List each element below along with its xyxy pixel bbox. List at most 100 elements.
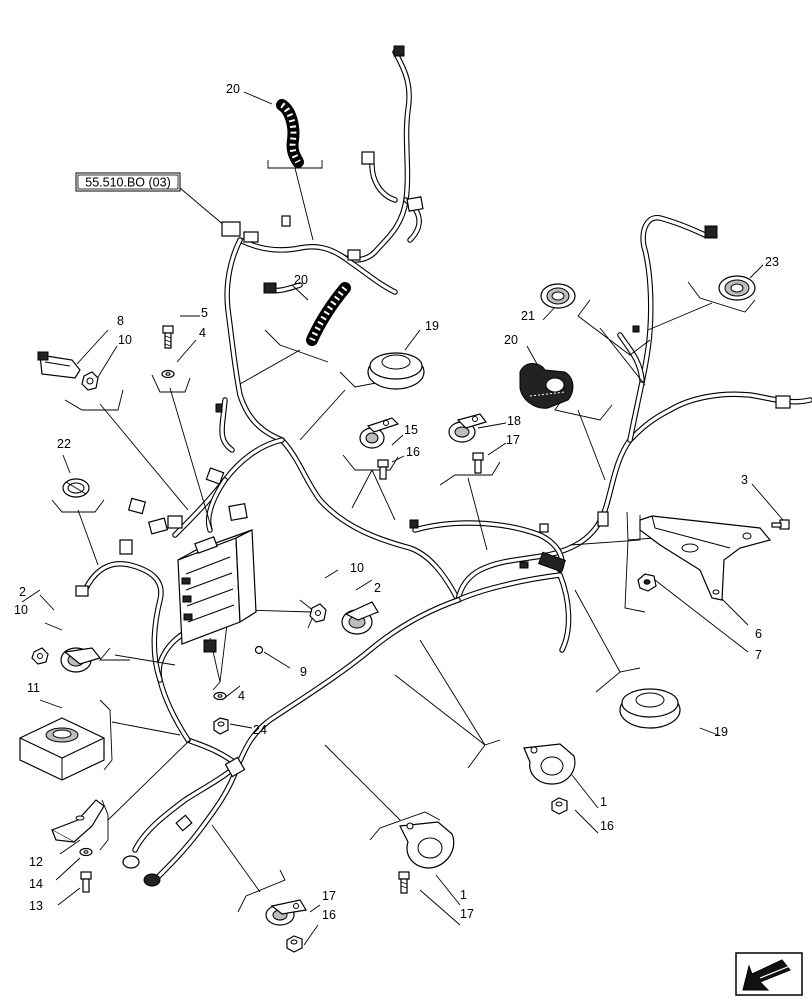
nut-10-top [81,371,99,391]
callout-labels: 20 20 20 21 23 19 19 8 10 5 4 22 15 16 1… [14,82,779,922]
harness-end-connectors [122,756,246,887]
callout-13: 13 [29,899,43,913]
clamp-2-left [60,647,102,673]
harness-wire-core [618,333,644,382]
callout-21: 21 [521,309,535,323]
nut-10-left [31,647,49,665]
grommet-large-bottom [619,688,681,729]
harness-wire-core [133,763,240,852]
bolt-13 [80,871,92,893]
callout-2: 2 [19,585,26,599]
harness-wire-core [83,562,163,682]
callout-17: 17 [460,907,474,921]
main-harness [82,49,812,883]
nut-16-right [551,797,568,815]
harness-wire-core [207,478,227,532]
harness-wire-core [173,438,284,537]
arrow-down-left-icon[interactable] [735,952,803,996]
p-clamp-15 [359,417,400,449]
nut-24 [213,717,229,735]
p-clamp-1-bottom [399,821,455,869]
callout-6: 6 [755,627,762,641]
callout-20: 20 [294,273,308,287]
grommet-large-top [367,352,425,390]
harness-wire-core [220,398,234,452]
spiral-wrap-top [276,99,304,168]
callout-19: 19 [714,725,728,739]
callout-8: 8 [117,314,124,328]
callout-20: 20 [504,333,518,347]
callout-1: 1 [460,888,467,902]
callout-14: 14 [29,877,43,891]
callout-4: 4 [238,689,245,703]
callout-18: 18 [507,414,521,428]
harness-wire-core [370,163,397,202]
harness-wire [279,437,461,603]
harness-wire [224,237,285,443]
callout-16: 16 [322,908,336,922]
p-clamp-17-bottom [265,899,307,926]
harness-wire [627,215,708,443]
bracket-12 [50,799,105,843]
callout-15: 15 [404,423,418,437]
callout-3: 3 [741,473,748,487]
parts [19,45,791,953]
harness-wire [156,627,193,743]
mounting-bracket-6 [639,515,772,601]
harness-wire-core [456,573,571,652]
callout-7: 7 [755,648,762,662]
callout-24: 24 [253,723,267,737]
callout-11: 11 [27,681,40,695]
nut-16-bottom [286,935,303,953]
callout-2: 2 [374,581,381,595]
connector-cluster-left [75,403,248,653]
control-unit-box [177,529,257,645]
corrugated-clip [519,363,574,409]
callout-10: 10 [118,333,132,347]
callout-23: 23 [765,255,779,269]
leader-lines [21,91,784,946]
connector-cluster-right [409,225,791,573]
callout-10: 10 [14,603,28,617]
callout-22: 22 [57,437,71,451]
callout-17: 17 [322,889,336,903]
callout-16: 16 [406,445,420,459]
callout-19: 19 [425,319,439,333]
harness-wire-core [413,521,564,572]
callout-1: 1 [600,795,607,809]
bolt-3 [771,519,790,530]
harness-wire [455,572,572,653]
bolt-17-bottom [398,871,410,894]
nut-7 [637,573,657,592]
harness-wire-core [280,438,460,602]
callout-20: 20 [226,82,240,96]
callout-16: 16 [600,819,614,833]
screw-9 [254,645,264,655]
washer-4-top [161,369,175,379]
cable-tie-22 [62,478,90,498]
reference-box[interactable]: 55.510.BO (03) [75,172,181,192]
grommet-right [718,275,756,301]
harness-wire [82,561,164,683]
harness-wire-core [236,598,460,767]
harness-wire-core [628,216,707,442]
rubber-boot-11 [19,717,105,781]
connector-cluster-top [221,45,424,294]
callout-9: 9 [300,665,307,679]
callout-5: 5 [201,306,208,320]
cable-clip-8 [37,351,81,379]
bolt-17-mid [472,452,484,474]
grommet-small [540,283,576,309]
bolt-5 [162,325,174,349]
harness-wire-core [456,392,812,602]
p-clamp-18 [448,413,487,443]
callout-10: 10 [350,561,364,575]
nut-10-right [309,603,327,623]
callout-4: 4 [199,326,206,340]
harness-wire [152,762,241,883]
spiral-wrap-middle [306,282,351,346]
bolt-16-mid [377,459,389,480]
washer-14 [79,847,93,857]
